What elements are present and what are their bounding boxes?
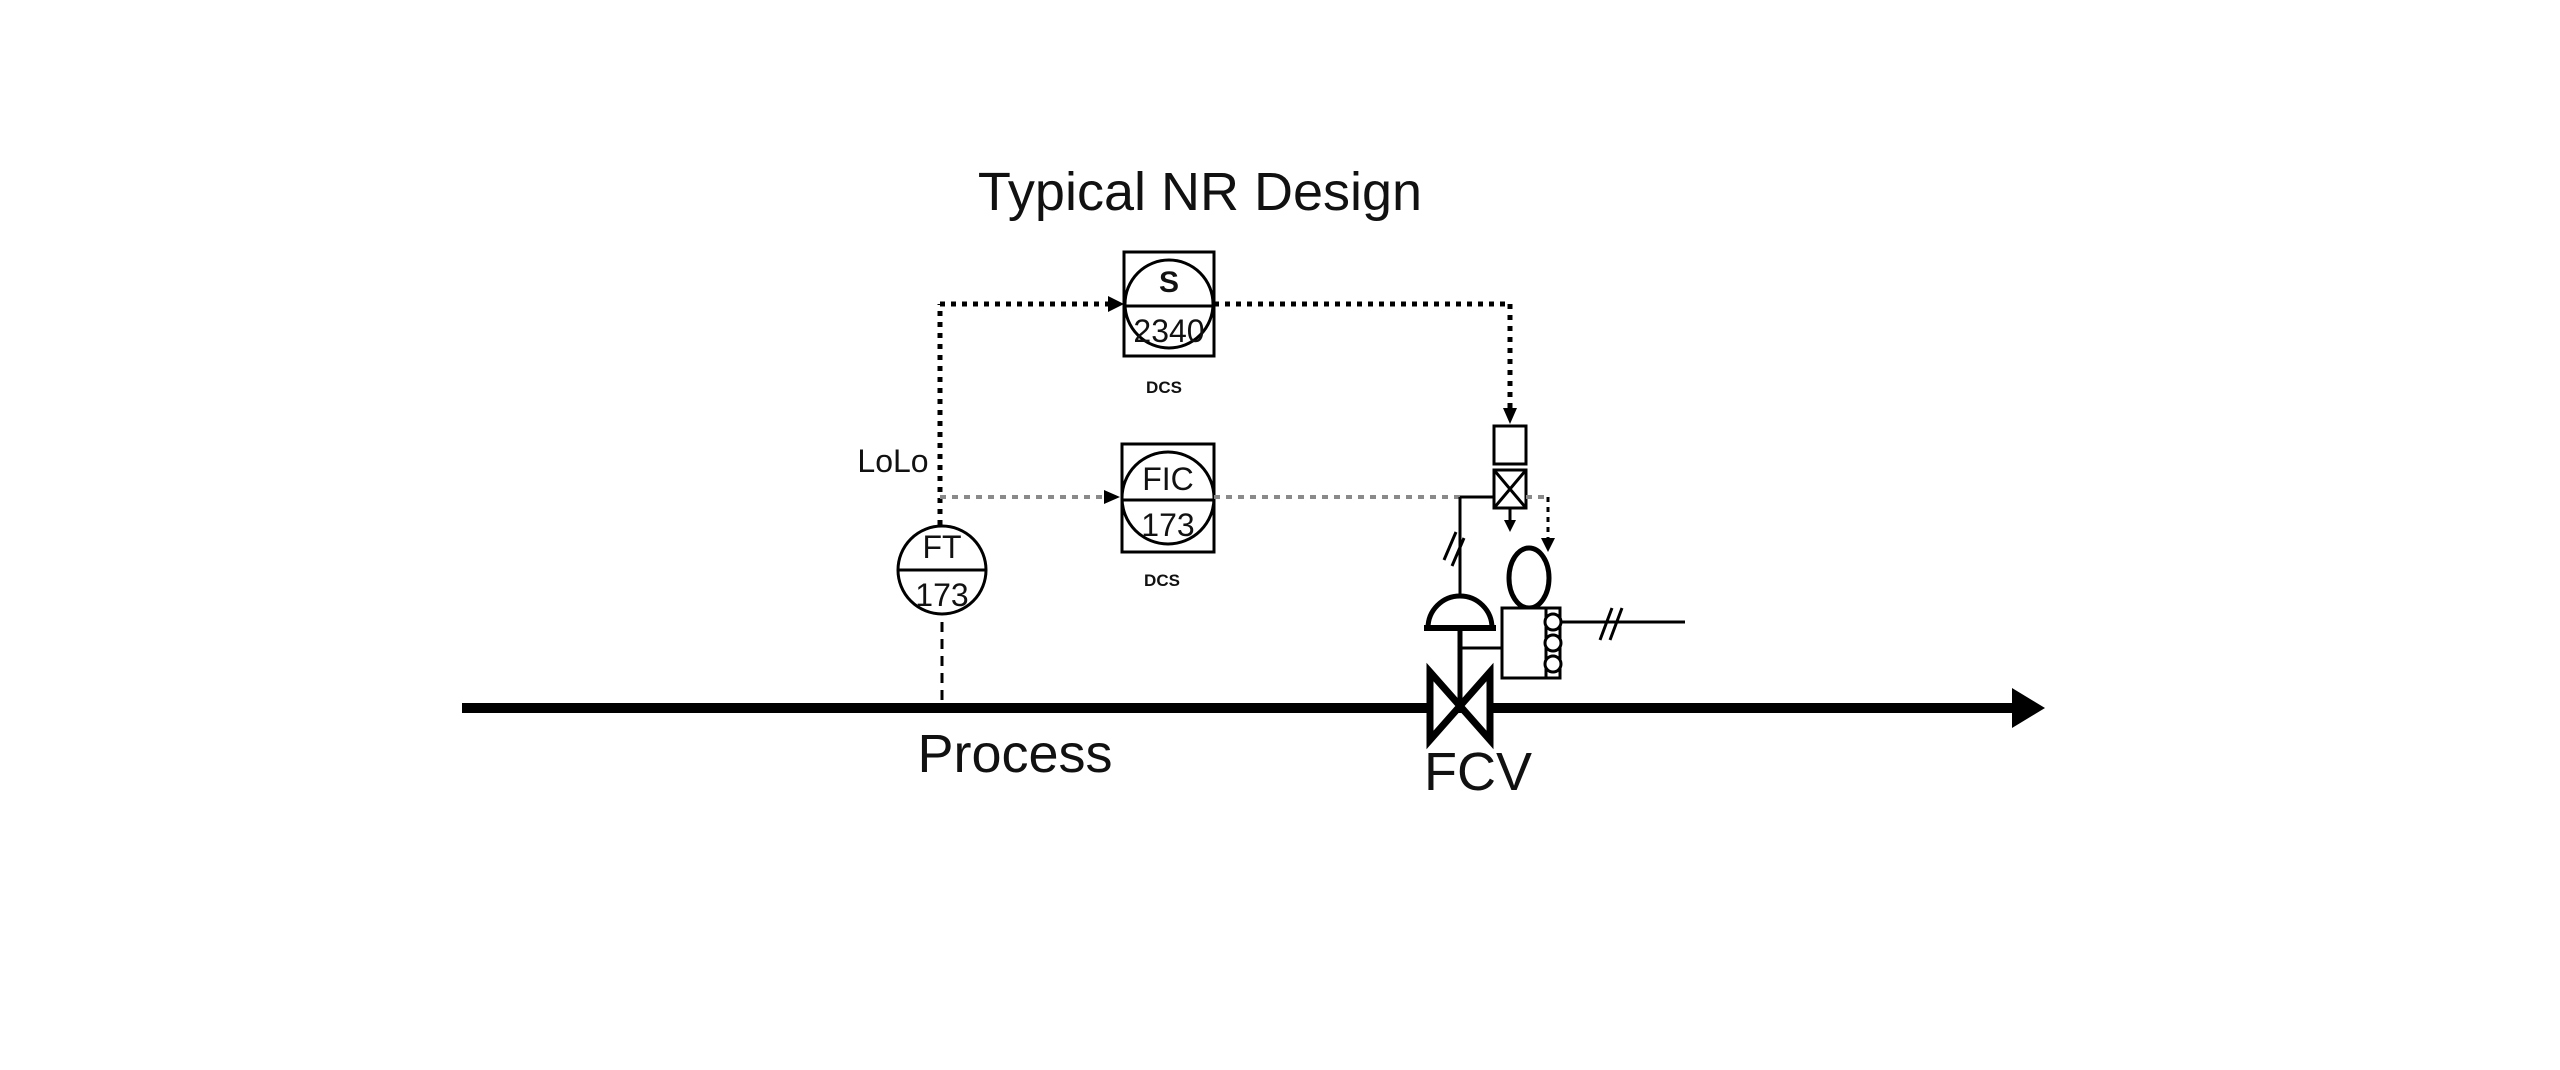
air-hash-1 [1442,531,1458,561]
s-input-arrow-icon [1108,296,1124,312]
ft-number: 173 [915,577,968,613]
elec-hash-1 [1598,607,1614,641]
process-arrow-icon [2012,688,2045,728]
s-system-label: DCS [1146,378,1182,397]
fic-number: 173 [1141,507,1194,543]
solenoid-coil [1492,424,1528,466]
s-number: 2340 [1133,313,1204,349]
s-function: S [1159,266,1179,299]
valve-accessory-box [1500,606,1563,680]
fic-function: FIC [1142,461,1194,497]
fic-system-label: DCS [1144,571,1180,590]
process-line [462,688,2045,728]
control-valve-actuator-icon [1424,593,1502,706]
positioner-arrow-icon [1541,538,1555,552]
air-hash-2 [1450,537,1466,567]
process-label: Process [917,724,1112,784]
ft-173-instrument: FT 173 [896,524,988,616]
fcv-label: FCV [1424,742,1532,802]
fic-173-instrument: FIC 173 [1120,442,1216,554]
positioner-icon [1506,545,1552,611]
elec-hash-2 [1608,607,1624,641]
solenoid-valve-icon [1492,468,1528,532]
s-2340-instrument: S 2340 [1122,250,1216,358]
ft-function: FT [922,529,961,565]
control-valve-body-icon [1426,662,1494,750]
solenoid-input-arrow-icon [1503,408,1517,424]
diagram-title: Typical NR Design [978,162,1422,222]
fic-input-arrow-icon [1104,490,1120,504]
lolo-label: LoLo [857,443,928,479]
